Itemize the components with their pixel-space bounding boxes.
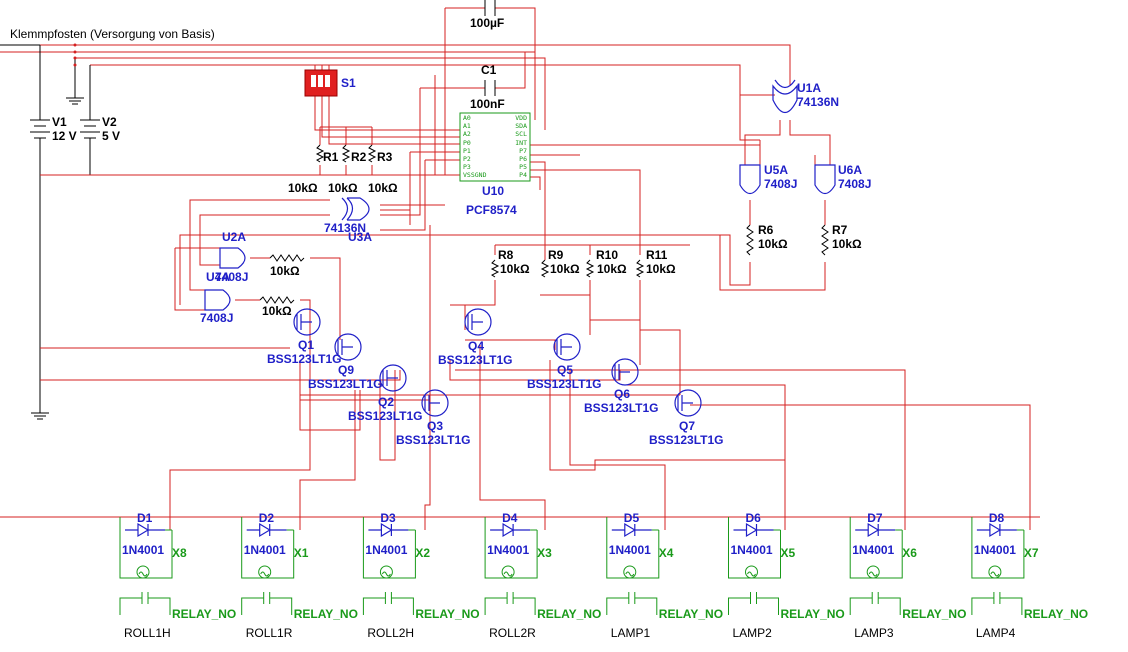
- relay-6: [728, 517, 781, 615]
- relay-3: [362, 517, 416, 615]
- battery-symbols: [30, 119, 100, 145]
- relay-7: [849, 517, 903, 615]
- capacitor-symbols: [484, 0, 496, 96]
- relay-blocks: [119, 517, 1025, 615]
- ic-pcf8574[interactable]: [459, 112, 531, 182]
- resistor-symbols: [259, 144, 829, 304]
- relay-1: [119, 517, 173, 615]
- relay-2: [241, 517, 295, 615]
- logic-gate-symbols: [204, 79, 836, 311]
- relay-4: [484, 517, 538, 615]
- relay-5: [606, 517, 660, 615]
- ground-symbols: [31, 95, 84, 420]
- terminal-posts: [73, 43, 77, 67]
- mosfet-symbols: [293, 308, 702, 417]
- wiring: [0, 7, 1040, 530]
- dip-switch-s1[interactable]: [304, 69, 338, 97]
- relay-8: [971, 517, 1025, 615]
